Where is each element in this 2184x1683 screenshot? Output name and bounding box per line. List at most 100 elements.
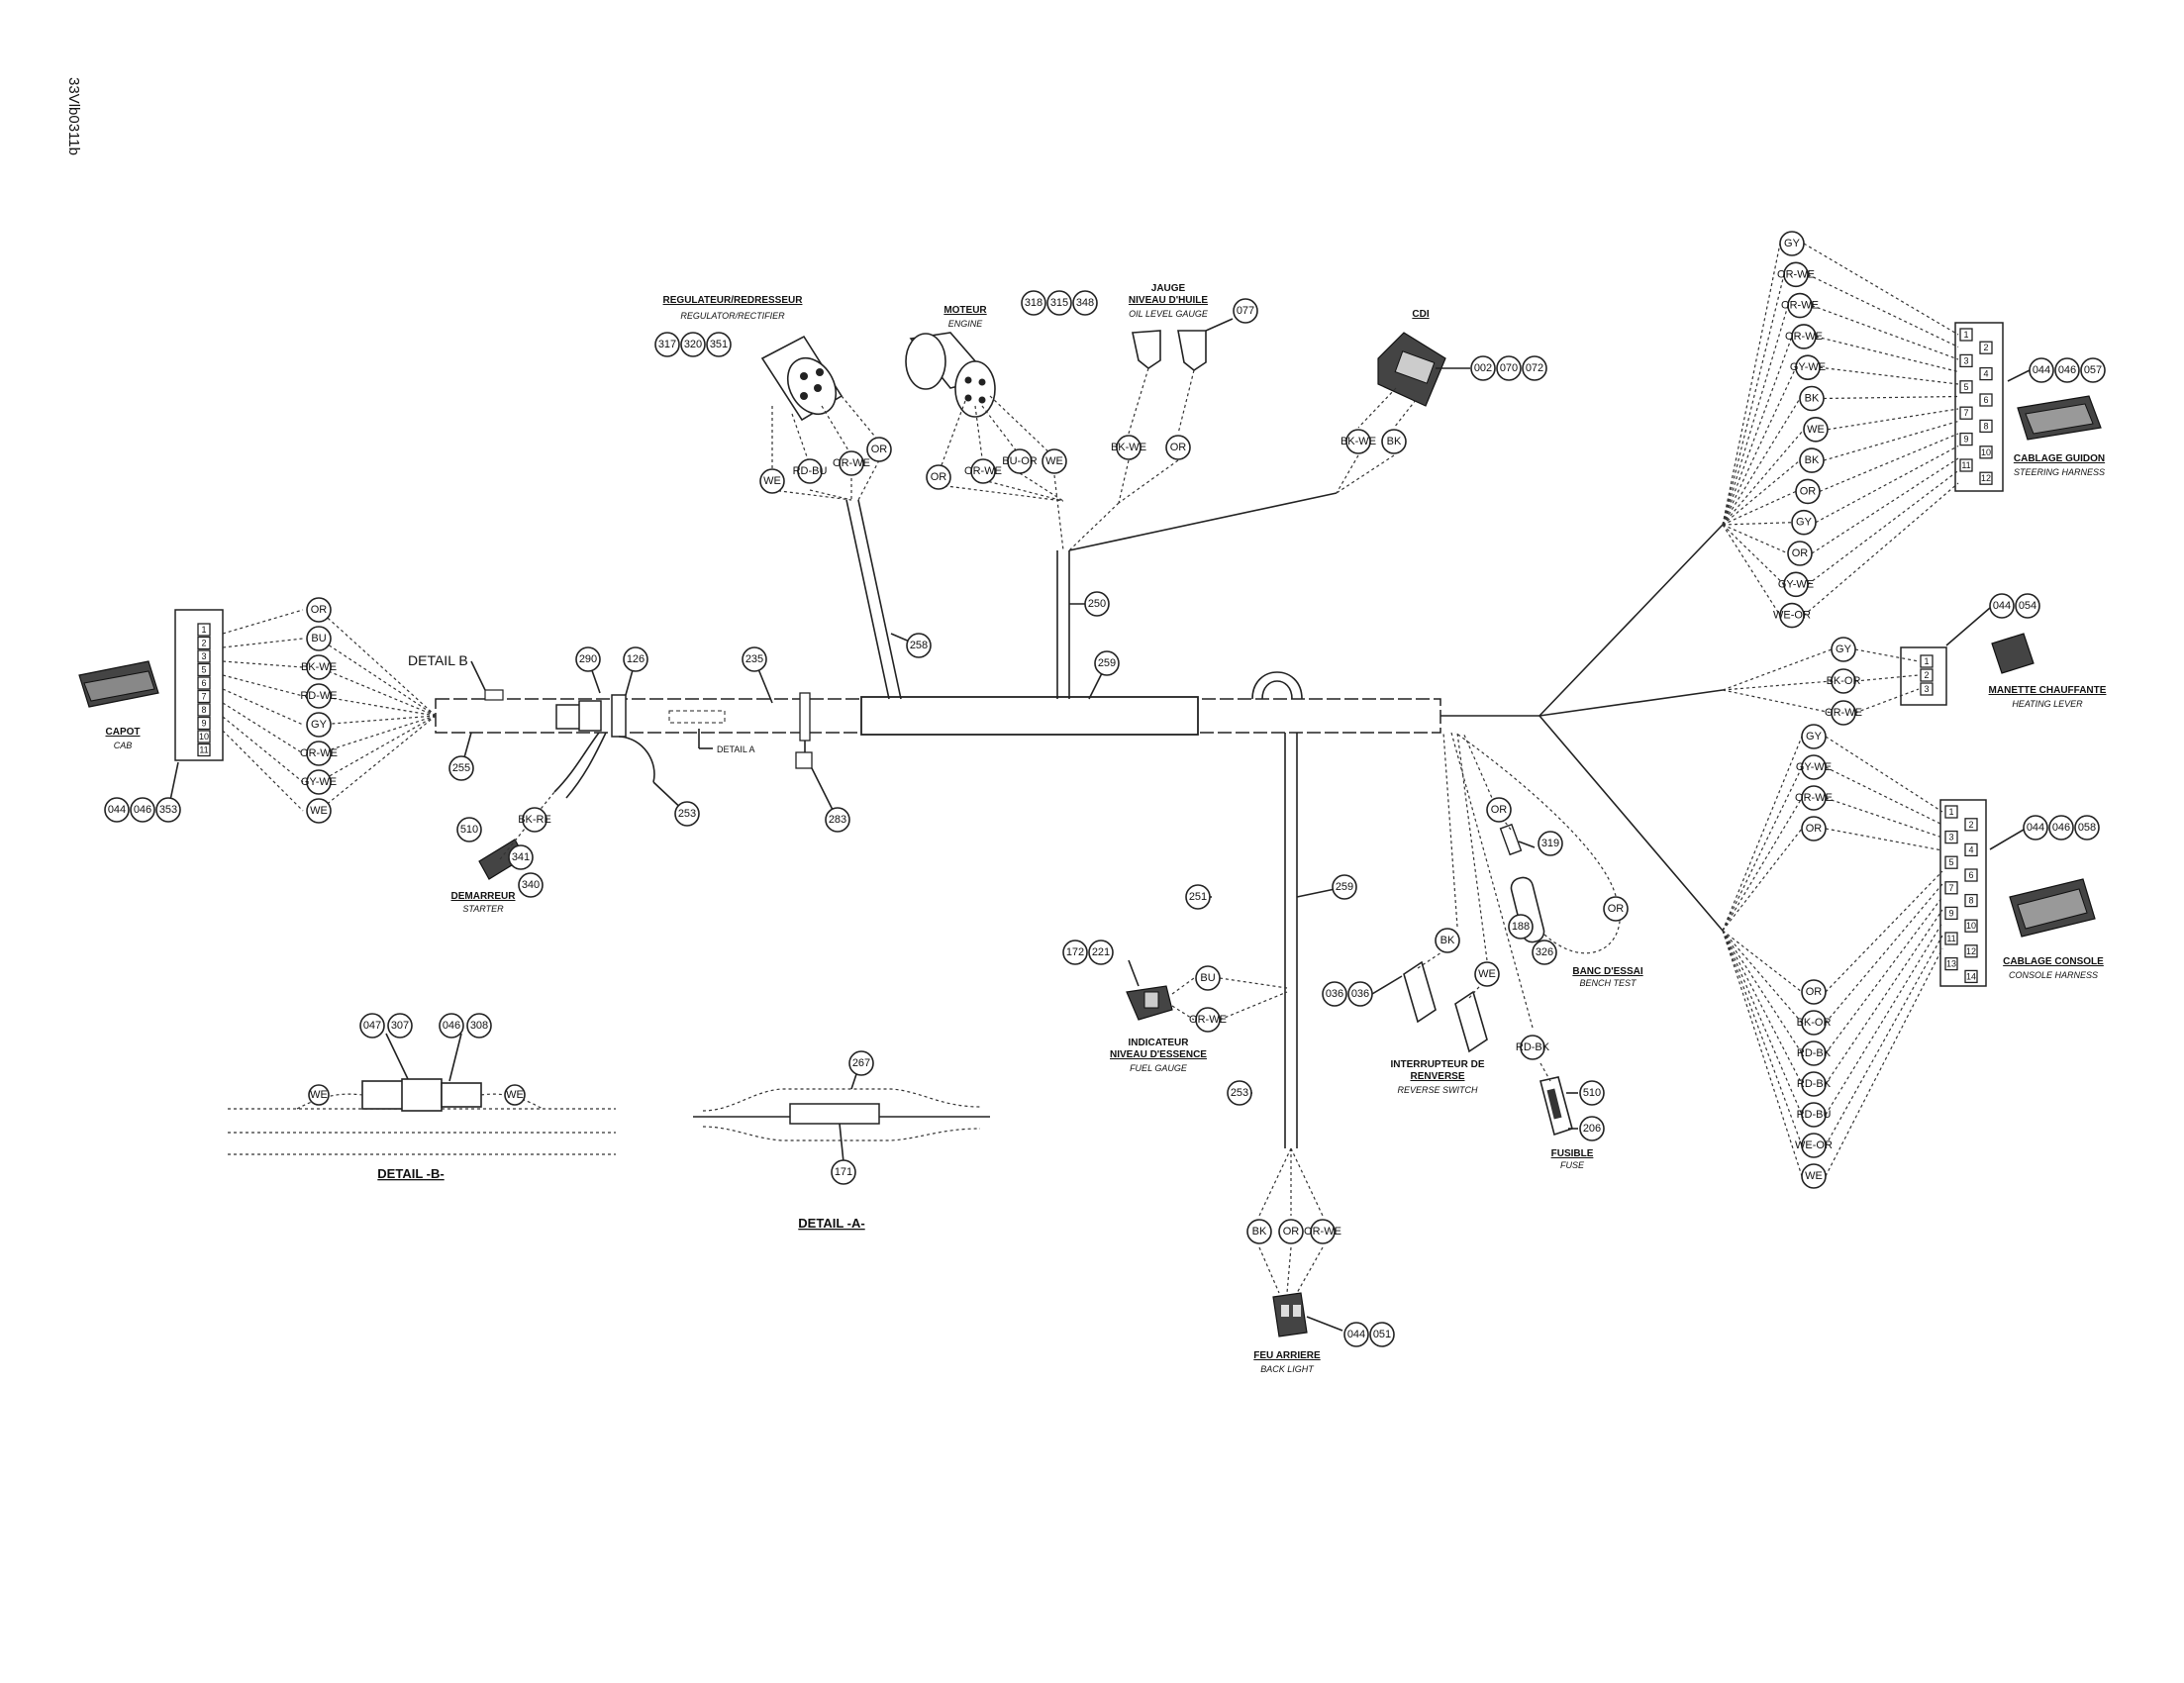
console-wire-bottom-6-text: WE [1805,1170,1823,1182]
backlight-wire-1: OR [1278,1219,1304,1244]
console-pin-9: 9 [1944,906,1958,921]
harness-ref-2-text: 235 [745,653,763,665]
console-ref-2-text: 058 [2078,822,2096,834]
oil-gauge-ref-0: 077 [1233,298,1258,324]
console-pin-7: 7 [1944,881,1958,895]
harness-ref-6-text: 258 [910,640,928,651]
steering-wires: GYOR-WEOR-WEOR-WEGY-WEBKWEBKORGYORGY-WEW… [1722,231,1959,629]
steering-ref-2-text: 057 [2084,364,2102,376]
main-harness-trunk [435,492,1724,1148]
harness-ref-9: 251 [1185,884,1211,910]
console-ref-1: 046 [2048,815,2074,841]
cdi-ref-1-text: 070 [1500,362,1518,374]
cab-ref-2-text: 353 [159,804,177,816]
heating-wire-1: BK-OR [1827,668,1860,694]
detail-b-wire-0: WE [308,1084,330,1106]
cab-label-en: CAB [114,741,133,750]
steering-wire-11: GY-WE [1778,571,1814,598]
reverse-ref-1: 036 [1347,981,1373,1007]
cdi-label: CDI [1412,309,1429,320]
fuse-ref-0-text: 510 [1583,1087,1601,1099]
steering-pin-11-text: 11 [1961,460,1970,470]
cab-pin-1: 1 [197,623,211,637]
reverse-wire-1: WE [1474,961,1500,987]
harness-ref-9-text: 251 [1189,891,1207,903]
heating-ref-1: 054 [2015,593,2040,619]
detail-b-ref-1-text: 307 [391,1020,409,1032]
console-ref-0-text: 044 [2027,822,2044,834]
detail-a-ref-1: 171 [831,1159,856,1185]
detail-b-ref-3-text: 308 [470,1020,488,1032]
backlight-ref-1-text: 051 [1373,1329,1391,1340]
heating-wire-0: GY [1831,637,1856,662]
bench-test-connector: BANC D'ESSAI BENCH TEST [1454,732,1643,988]
steering-pin-7: 7 [1959,406,1973,420]
regulator-wire-2-text: OR-WE [833,457,870,469]
steering-wire-9-text: GY [1796,517,1813,529]
heating-pin-3-text: 3 [1924,684,1929,694]
heating-label-fr: MANETTE CHAUFFANTE [1989,685,2107,696]
steering-wire-6-text: WE [1807,424,1825,436]
cab-pin-11-text: 11 [199,745,208,755]
cab-wire-7: WE [306,798,332,824]
cab-wire-0: OR [306,597,332,623]
console-pin-4: 4 [1964,842,1978,857]
cab-ref-1-text: 046 [134,804,151,816]
steering-pin-3: 3 [1959,353,1973,368]
console-ref-0: 044 [2023,815,2048,841]
steering-wire-5: BK [1799,385,1825,412]
cab-pin-2: 2 [197,636,211,650]
console-pin-8: 8 [1964,893,1978,908]
oil-gauge-wire-1: OR [1165,435,1191,460]
steering-pin-9: 9 [1959,432,1973,446]
steering-ref-1: 046 [2054,357,2080,383]
heating-pin-3: 3 [1920,682,1934,696]
steering-wire-1: OR-WE [1777,261,1815,288]
engine-ref-1: 315 [1046,290,1072,316]
backlight-ref-1: 051 [1369,1322,1395,1347]
steering-pin-6: 6 [1979,393,1993,407]
engine-wire-2-text: BU-OR [1002,455,1038,467]
steering-wire-9: GY [1791,509,1817,536]
detail-a-title: DETAIL -A- [798,1216,864,1231]
harness-ref-3: 255 [448,755,474,781]
console-pin-3-text: 3 [1948,833,1953,842]
regulator-ref-1-text: 320 [684,339,702,350]
console-wire-top-1: GY-WE [1796,754,1832,780]
fuel-wire-1: OR-WE [1189,1007,1227,1033]
heating-wire-2: OR-WE [1825,700,1862,726]
steering-wire-5-text: BK [1805,393,1820,405]
regulator-ref-0-text: 317 [658,339,676,350]
cab-wire-6: GY-WE [301,769,337,795]
console-wire-bottom-0-text: OR [1806,986,1823,998]
console-pin-7-text: 7 [1948,883,1953,893]
detail-b-wire-0-text: WE [310,1089,328,1101]
console-pin-11: 11 [1944,932,1958,945]
detail-b-title: DETAIL -B- [377,1166,444,1181]
steering-wire-8: OR [1795,478,1821,505]
engine-wire-3-text: WE [1045,455,1063,467]
cdi-ref-2: 072 [1522,355,1547,381]
console-wire-bottom-6: WE [1801,1163,1827,1189]
bench-label-en: BENCH TEST [1579,978,1638,988]
console-wire-top-0-text: GY [1806,731,1823,742]
detail-a-drawing: DETAIL -A- [693,1073,990,1231]
cab-wire-4: GY [306,712,332,738]
harness-ref-7-text: 250 [1088,598,1106,610]
cab-pin-5: 5 [197,662,211,677]
cab-wire-7-text: WE [310,805,328,817]
starter-label-fr: DEMARREUR [451,891,517,902]
steering-pin-8-text: 8 [1983,421,1988,431]
steering-label-en: STEERING HARNESS [2014,467,2105,477]
engine-ref-1-text: 315 [1050,297,1068,309]
bench-wire-1: OR [1603,896,1629,922]
harness-ref-1-text: 126 [627,653,645,665]
regulator-wire-0-text: WE [763,475,781,487]
steering-pin-10: 10 [1979,446,1993,459]
fuel-wire-0-text: BU [1200,972,1215,984]
